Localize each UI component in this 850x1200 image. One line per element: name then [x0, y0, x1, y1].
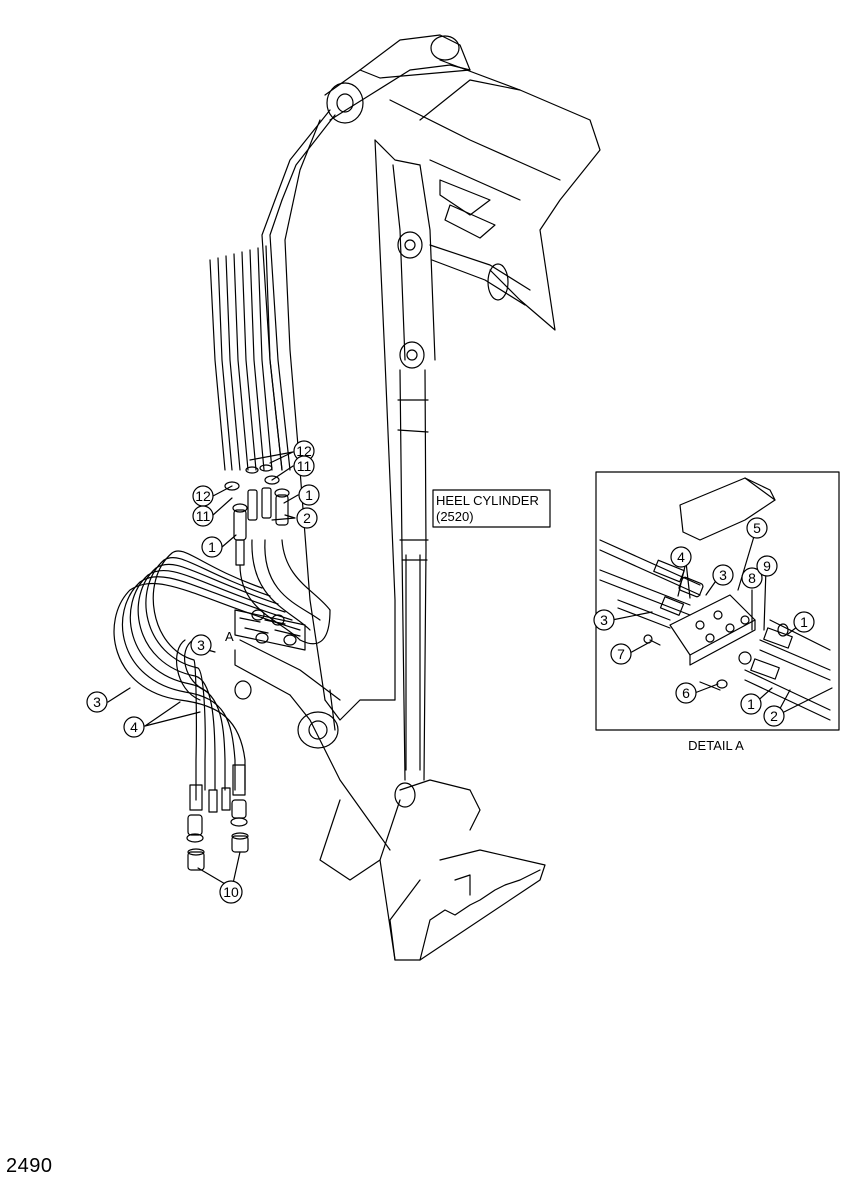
hose-fittings [224, 464, 290, 566]
svg-text:2: 2 [303, 510, 311, 526]
detail-callout-4: 4 [670, 546, 692, 568]
svg-text:HEEL CYLINDER: HEEL CYLINDER [436, 493, 539, 508]
detail-a-view: 1 1 2 3 3 4 5 6 [593, 471, 840, 731]
svg-text:3: 3 [719, 567, 727, 583]
callout-12-left: 12 [192, 485, 214, 507]
svg-text:10: 10 [223, 884, 239, 900]
detail-callout-7: 7 [610, 643, 632, 665]
svg-text:11: 11 [297, 458, 312, 474]
callout-3-upper: 3 [190, 634, 212, 656]
callout-12-upper: 12 [293, 440, 315, 462]
callout-3-left: 3 [86, 691, 108, 713]
svg-text:1: 1 [305, 487, 313, 503]
callout-11-upper: 11 [293, 455, 315, 477]
detail-callout-2: 2 [763, 705, 785, 727]
svg-text:9: 9 [763, 558, 771, 574]
detail-callout-5: 5 [746, 517, 768, 539]
callout-1-left: 1 [201, 536, 223, 558]
heel-cylinder-label: HEEL CYLINDER (2520) [432, 489, 551, 528]
fitting-block-a [234, 609, 306, 651]
svg-text:3: 3 [93, 694, 101, 710]
svg-text:4: 4 [130, 719, 138, 735]
svg-text:1: 1 [747, 696, 755, 712]
callout-11-left: 11 [192, 505, 214, 527]
detail-callout-9: 9 [756, 555, 778, 577]
detail-callout-3-left: 3 [593, 609, 615, 631]
page-number: 2490 [6, 1155, 53, 1177]
end-caps [187, 832, 249, 871]
callout-1-right: 1 [298, 484, 320, 506]
svg-text:(2520): (2520) [436, 509, 474, 524]
detail-callout-1-upper: 1 [793, 611, 815, 633]
svg-text:4: 4 [677, 549, 685, 565]
svg-text:12: 12 [195, 488, 211, 504]
detail-callout-6: 6 [675, 682, 697, 704]
callout-2: 2 [296, 507, 318, 529]
svg-text:3: 3 [600, 612, 608, 628]
svg-text:7: 7 [617, 646, 625, 662]
boom-arm [234, 34, 601, 961]
view-marker-a: A [225, 629, 234, 644]
svg-text:5: 5 [753, 520, 761, 536]
svg-text:1: 1 [208, 539, 216, 555]
svg-text:8: 8 [748, 570, 756, 586]
hose-bundle-upper [209, 109, 336, 471]
svg-text:11: 11 [196, 508, 211, 524]
svg-text:3: 3 [197, 637, 205, 653]
detail-callout-3-right: 3 [712, 564, 734, 586]
svg-text:1: 1 [800, 614, 808, 630]
detail-a-caption: DETAIL A [688, 738, 744, 753]
detail-callout-1-lower: 1 [740, 693, 762, 715]
callouts-main: 12 11 12 11 1 1 2 3 [86, 440, 320, 904]
detail-a-frame [595, 471, 840, 731]
hose-loops [113, 539, 331, 843]
detail-callout-8: 8 [741, 567, 763, 589]
svg-text:12: 12 [296, 443, 312, 459]
svg-text:6: 6 [682, 685, 690, 701]
svg-text:2: 2 [770, 708, 778, 724]
callout-4: 4 [123, 716, 145, 738]
callout-10: 10 [219, 880, 243, 904]
